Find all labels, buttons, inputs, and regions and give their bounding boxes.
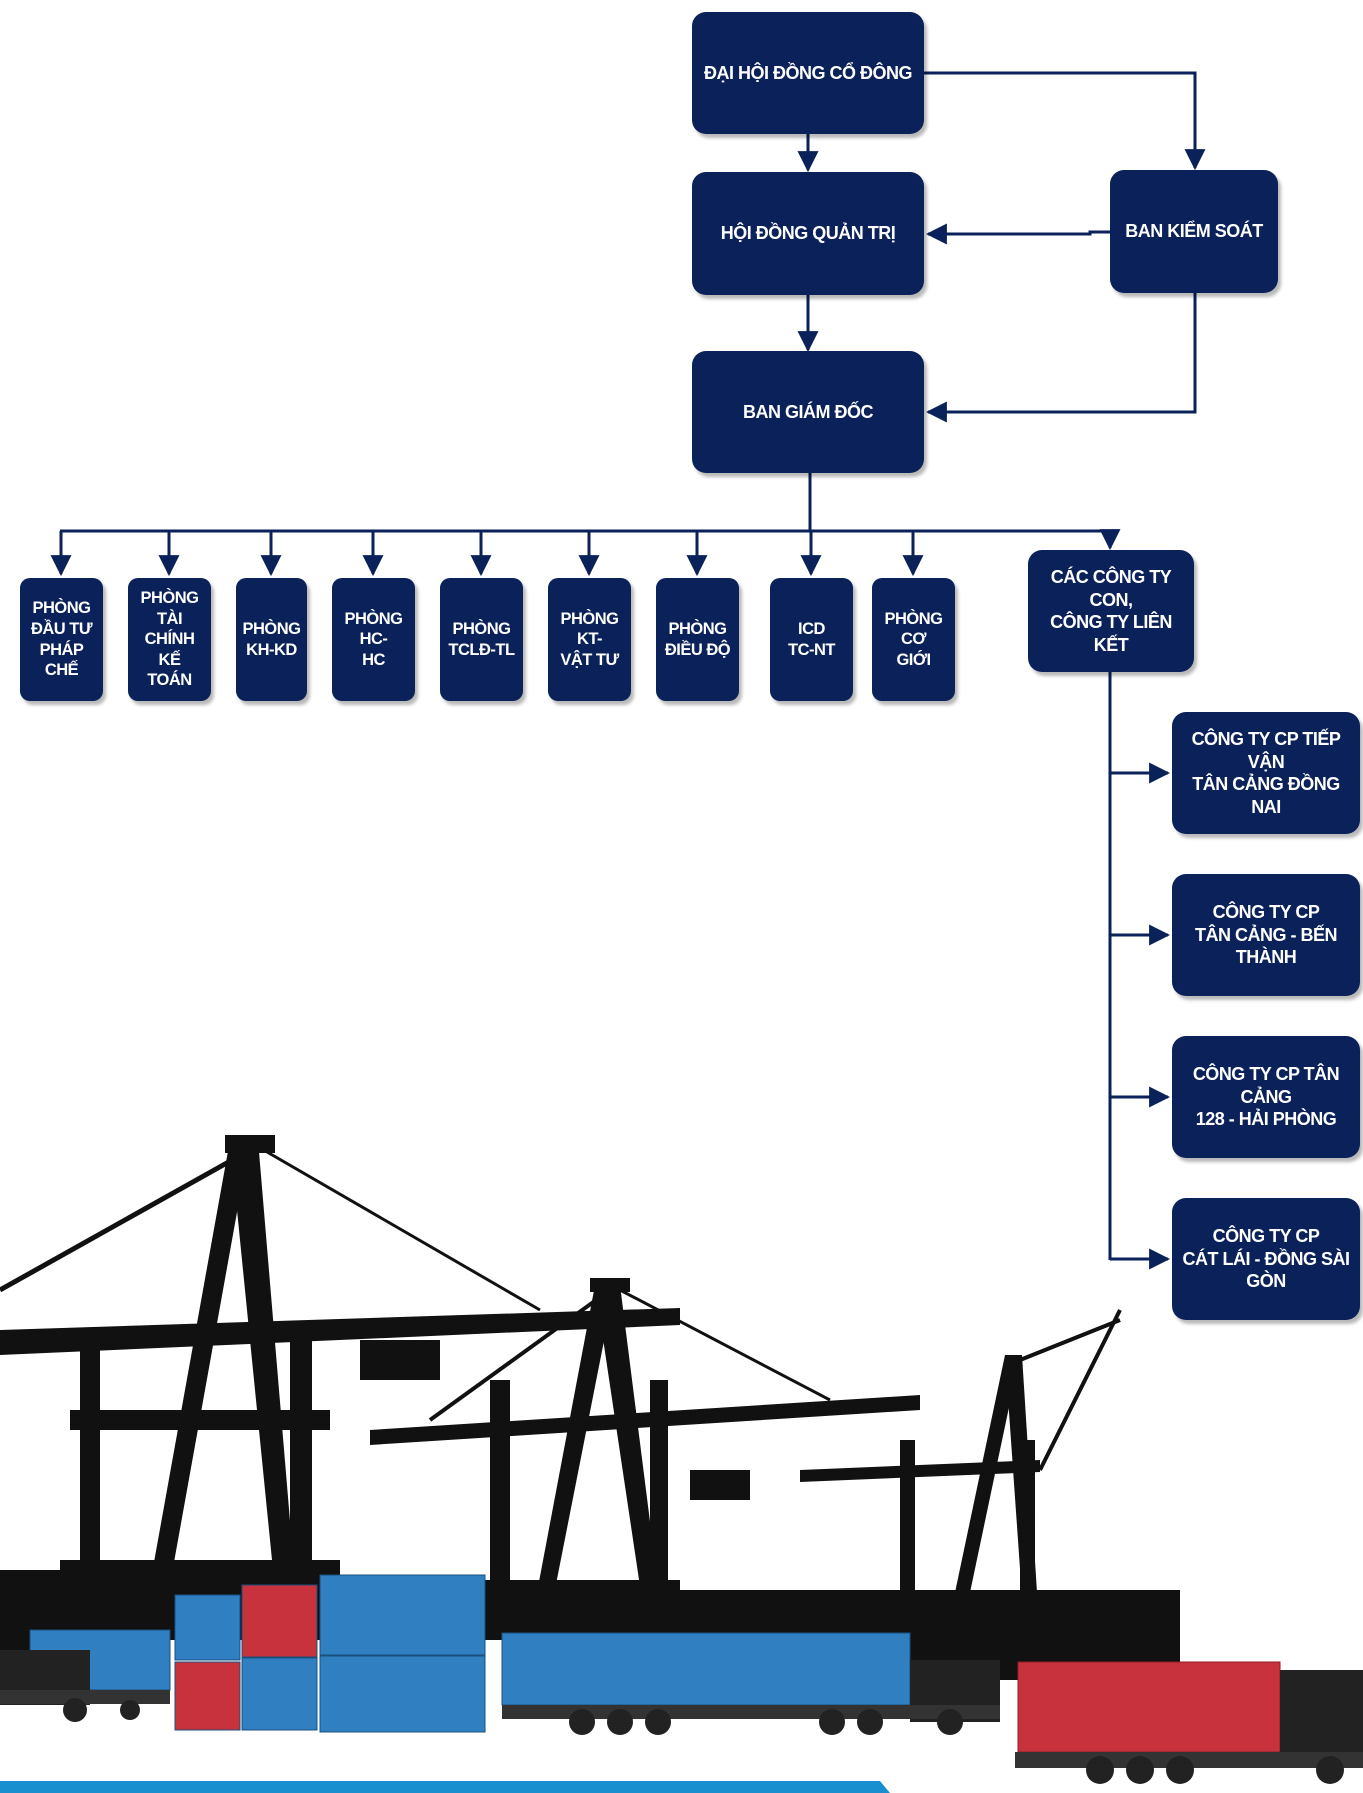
board-of-directors-label: HỘI ĐỒNG QUẢN TRỊ bbox=[720, 223, 896, 244]
department-label: PHÒNG TÀI CHÍNH KẾ TOÁN bbox=[140, 588, 199, 690]
department-box: ICD TC-NT bbox=[770, 578, 853, 701]
department-box: PHÒNG KT- VẬT TƯ bbox=[548, 578, 631, 701]
department-label: PHÒNG KT- VẬT TƯ bbox=[560, 609, 619, 669]
department-label: PHÒNG KH-KD bbox=[242, 619, 301, 659]
shareholders-meeting-label: ĐẠI HỘI ĐỒNG CỔ ĐÔNG bbox=[703, 62, 913, 83]
department-box: PHÒNG TCLĐ-TL bbox=[440, 578, 523, 701]
department-box: PHÒNG TÀI CHÍNH KẾ TOÁN bbox=[128, 578, 211, 701]
department-box: PHÒNG ĐẦU TƯ PHÁP CHẾ bbox=[20, 578, 103, 701]
department-box: PHÒNG ĐIỀU ĐỘ bbox=[656, 578, 739, 701]
subsidiary-label: CÔNG TY CP TÂN CẢNG 128 - HẢI PHÒNG bbox=[1192, 1064, 1340, 1130]
subsidiary-label: CÔNG TY CP TIẾP VẬN TÂN CẢNG ĐỒNG NAI bbox=[1191, 729, 1341, 817]
supervisory-board-label: BAN KIỂM SOÁT bbox=[1125, 221, 1263, 242]
department-label: PHÒNG HC- HC bbox=[344, 609, 403, 669]
truck-middle-icon bbox=[501, 1632, 1000, 1735]
department-box: PHÒNG CƠ GIỚI bbox=[872, 578, 955, 701]
subsidiary-label: CÔNG TY CP CÁT LÁI - ĐỒNG SÀI GÒN bbox=[1182, 1226, 1351, 1292]
bottom-band bbox=[0, 1781, 890, 1793]
subsidiary-box: CÔNG TY CP CÁT LÁI - ĐỒNG SÀI GÒN bbox=[1172, 1198, 1360, 1320]
crane-left-icon bbox=[0, 1135, 680, 1640]
container-stack-icon bbox=[174, 1574, 486, 1733]
board-of-directors-box: HỘI ĐỒNG QUẢN TRỊ bbox=[692, 172, 924, 295]
department-label: PHÒNG TCLĐ-TL bbox=[448, 619, 515, 659]
subsidiary-box: CÔNG TY CP TÂN CẢNG - BẾN THÀNH bbox=[1172, 874, 1360, 996]
department-label: PHÒNG ĐẦU TƯ PHÁP CHẾ bbox=[30, 599, 93, 680]
shareholders-meeting-box: ĐẠI HỘI ĐỒNG CỔ ĐÔNG bbox=[692, 12, 924, 134]
subsidiary-label: CÔNG TY CP TÂN CẢNG - BẾN THÀNH bbox=[1195, 902, 1338, 968]
truck-right-icon bbox=[1015, 1661, 1363, 1784]
department-label: PHÒNG ĐIỀU ĐỘ bbox=[664, 619, 731, 659]
supervisory-board-box: BAN KIỂM SOÁT bbox=[1110, 170, 1278, 293]
management-board-box: BAN GIÁM ĐỐC bbox=[692, 351, 924, 473]
management-board-label: BAN GIÁM ĐỐC bbox=[743, 401, 874, 422]
truck-left-icon bbox=[0, 1629, 171, 1722]
department-label: PHÒNG CƠ GIỚI bbox=[884, 609, 943, 669]
subsidiary-box: CÔNG TY CP TÂN CẢNG 128 - HẢI PHÒNG bbox=[1172, 1036, 1360, 1158]
subsidiary-box: CÔNG TY CP TIẾP VẬN TÂN CẢNG ĐỒNG NAI bbox=[1172, 712, 1360, 834]
department-box: PHÒNG HC- HC bbox=[332, 578, 415, 701]
department-label: ICD TC-NT bbox=[788, 619, 835, 659]
department-box: PHÒNG KH-KD bbox=[236, 578, 307, 701]
subsidiaries-group-box: CÁC CÔNG TY CON, CÔNG TY LIÊN KẾT bbox=[1028, 550, 1194, 672]
subsidiaries-group-label: CÁC CÔNG TY CON, CÔNG TY LIÊN KẾT bbox=[1050, 567, 1172, 655]
